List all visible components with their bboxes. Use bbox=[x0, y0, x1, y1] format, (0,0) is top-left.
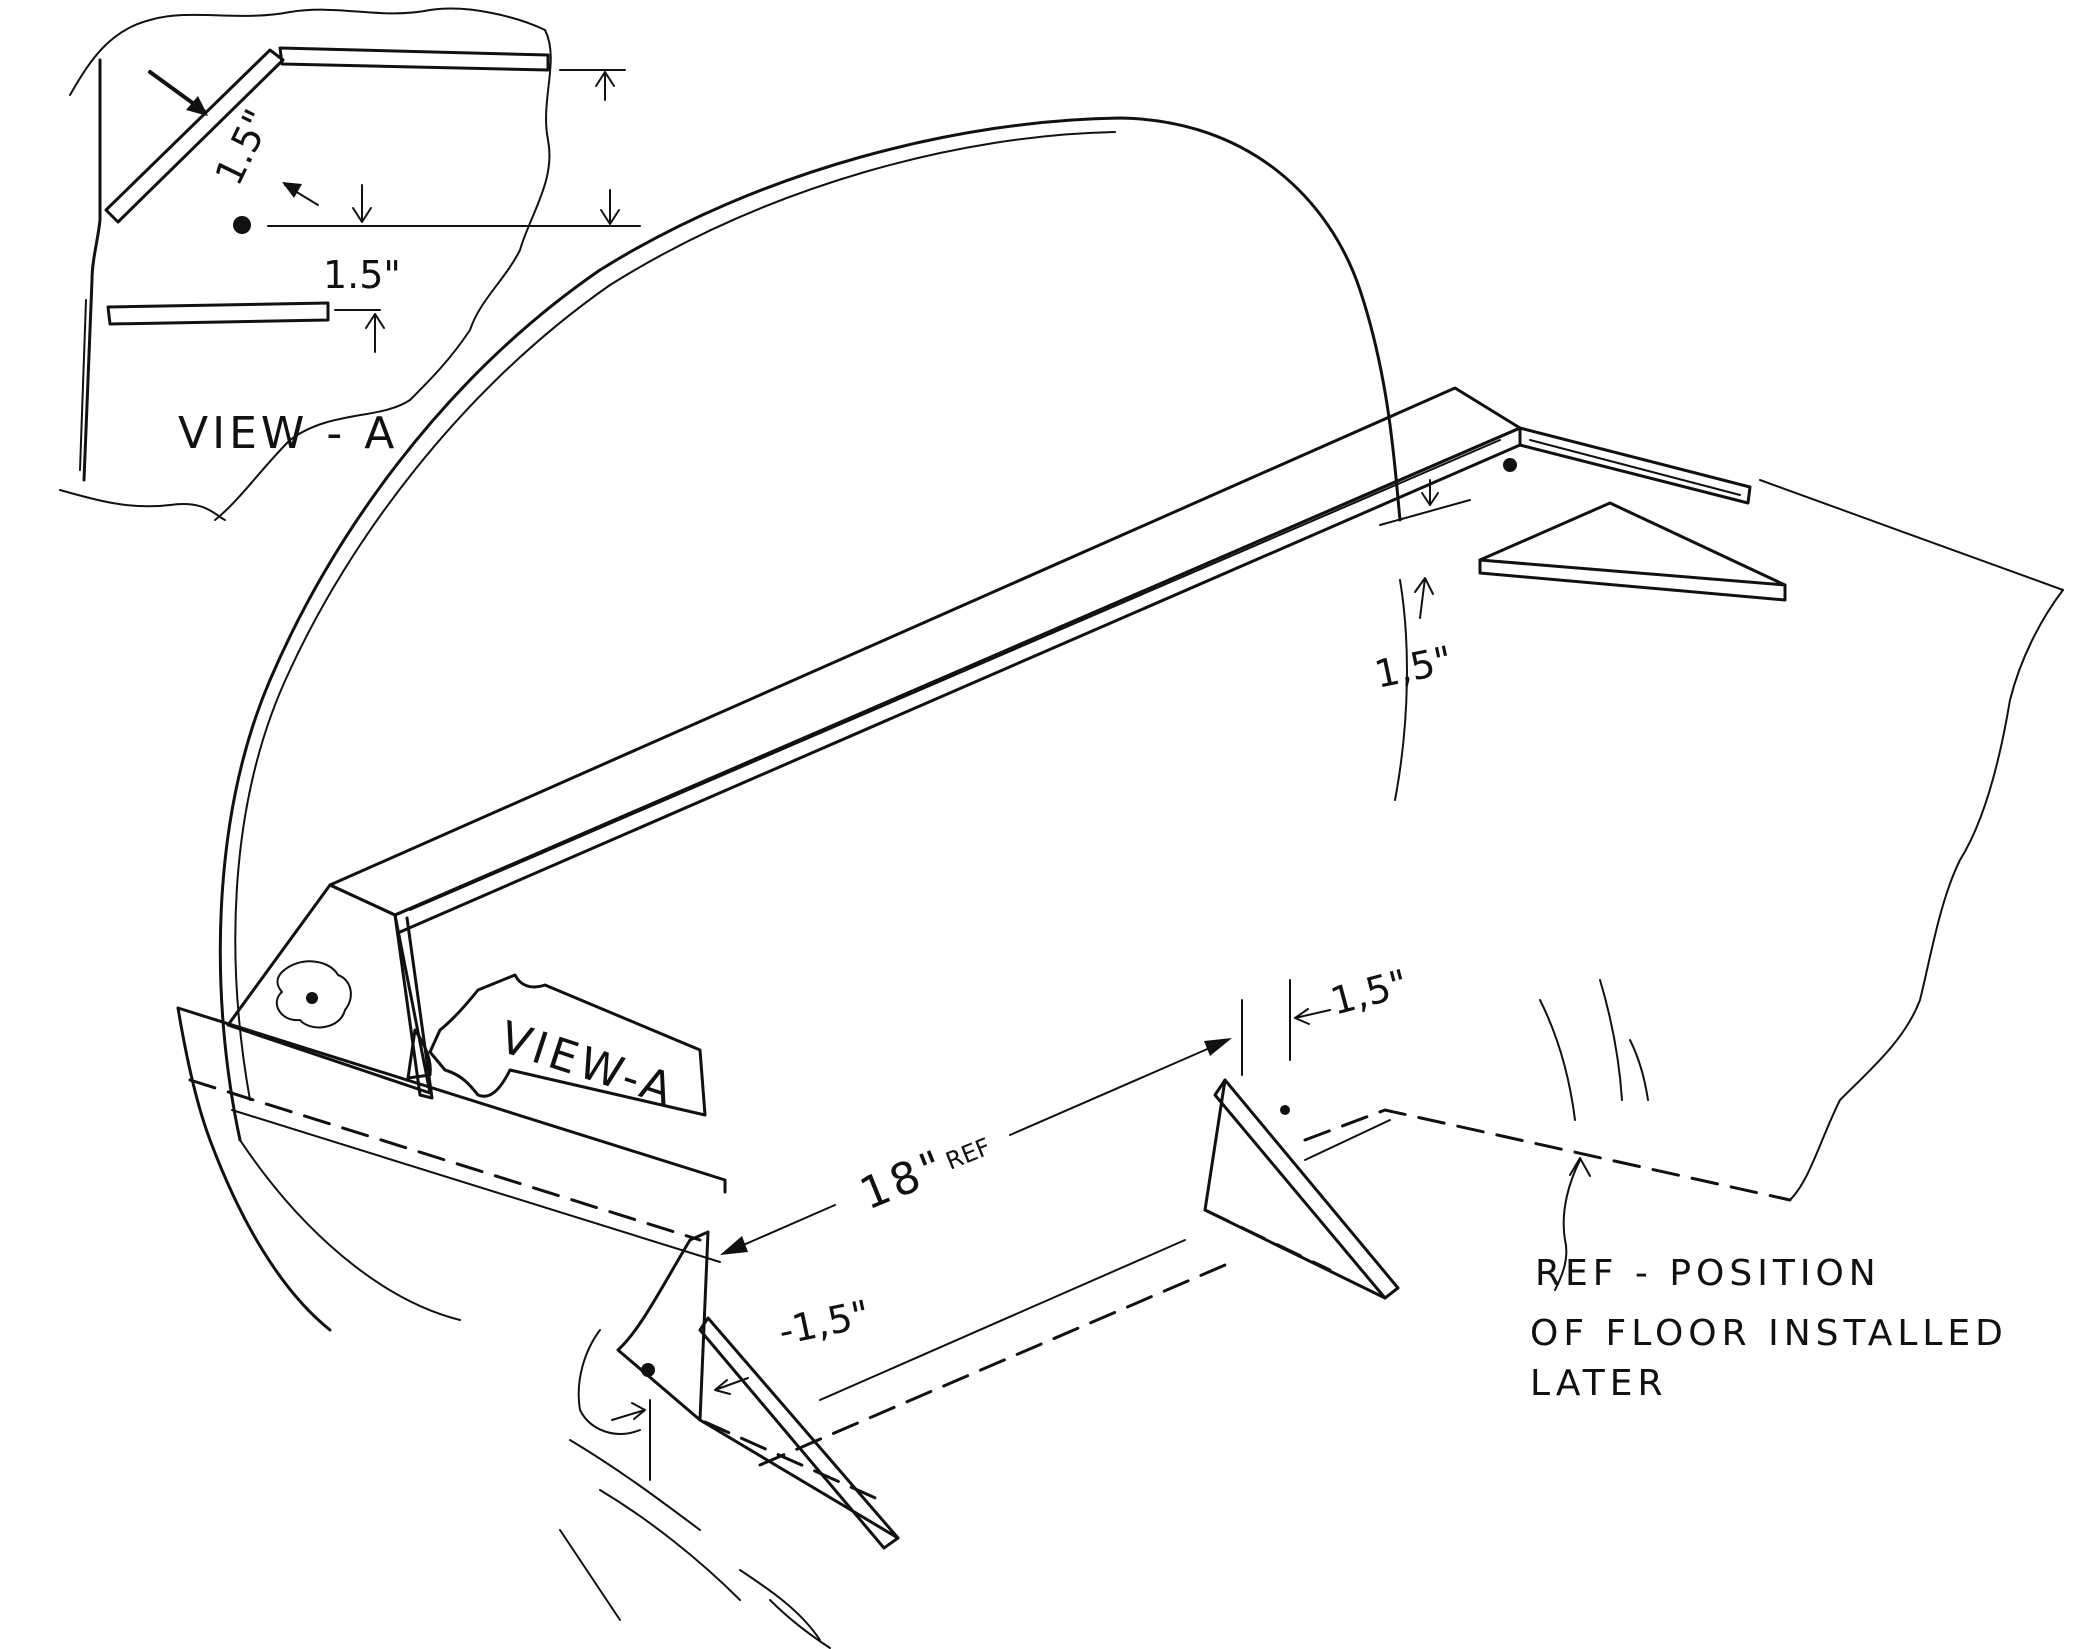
front-panel-left bbox=[176, 1006, 332, 1332]
floor-ref-back-solid bbox=[1304, 1119, 1391, 1161]
right-bracket-triangle bbox=[1478, 501, 1787, 587]
middle-dim-arrow bbox=[1294, 1008, 1331, 1025]
middle-bracket-gusset bbox=[1213, 1078, 1400, 1300]
left-brace-edge bbox=[393, 913, 434, 1100]
inset-dim-angled-label: 1.5" bbox=[207, 103, 281, 192]
inset-dim-angled-arrowhead-a bbox=[186, 96, 208, 116]
inset-torn-border bbox=[59, 7, 552, 521]
inset-dim-angled-arrowhead-b bbox=[282, 182, 302, 198]
view-a-inset: 1.5" 1.5" VIEW - A bbox=[59, 7, 641, 521]
hull-drawing bbox=[218, 116, 2064, 1321]
front-bracket: -1,5" bbox=[559, 1230, 900, 1649]
inset-dim-right-arrow-bot bbox=[600, 189, 620, 225]
front-bracket-dash bbox=[703, 1420, 882, 1502]
floor-note-line3: LATER bbox=[1530, 1363, 1667, 1404]
right-dim-arrow-down bbox=[1421, 479, 1439, 506]
floor-note: REF - POSITION OF FLOOR INSTALLED LATER bbox=[1530, 1157, 2008, 1404]
middle-bracket-fastener bbox=[1280, 1105, 1290, 1115]
seat-plank bbox=[328, 386, 1752, 934]
inset-hull-side bbox=[82, 58, 102, 482]
floor-ref-dash-back bbox=[1303, 1108, 1792, 1202]
inset-dim-low-arrow-up bbox=[365, 313, 385, 353]
floor-ref bbox=[758, 1108, 1792, 1467]
front-panel-dash bbox=[188, 1078, 702, 1242]
right-dim-label: 1,5" bbox=[1371, 638, 1456, 697]
right-dim-ext-top bbox=[1379, 499, 1471, 526]
floor-note-line1: REF - POSITION bbox=[1535, 1253, 1881, 1294]
left-brace-knot bbox=[275, 960, 352, 1029]
front-bracket-gusset bbox=[698, 1316, 900, 1550]
inset-fastener-dot bbox=[233, 216, 251, 234]
floor-ref-solid bbox=[819, 1239, 1186, 1401]
right-dim-arrow-up bbox=[1414, 577, 1434, 619]
seat-wing-right bbox=[1518, 426, 1752, 505]
middle-bracket: 1,5" bbox=[1203, 961, 1413, 1300]
inset-dim-upper-label: 1.5" bbox=[323, 253, 401, 297]
front-ground-strokes bbox=[559, 1439, 831, 1649]
spacing-dim-arrowhead-a bbox=[720, 1236, 748, 1255]
floor-note-arrowhead bbox=[1569, 1157, 1591, 1177]
front-bracket-post bbox=[616, 1230, 710, 1422]
inset-lower-cleat bbox=[106, 301, 330, 326]
inset-seat-board bbox=[278, 46, 550, 72]
middle-dim-label: 1,5" bbox=[1326, 961, 1413, 1024]
front-panel-top bbox=[176, 1006, 727, 1194]
right-fastener-dot bbox=[1503, 458, 1517, 472]
spacing-dim-label: 18" bbox=[853, 1140, 954, 1220]
right-bracket-base bbox=[1478, 558, 1787, 602]
left-end-brace bbox=[226, 883, 434, 1100]
hull-sheer-right bbox=[1759, 479, 2064, 591]
floor-note-leader bbox=[1554, 1159, 1581, 1291]
front-panel-lower bbox=[231, 1109, 721, 1263]
floor-ref-dash-front bbox=[758, 1263, 1227, 1467]
hull-shading bbox=[1394, 579, 1649, 1121]
spacing-dim-suffix: REF bbox=[942, 1132, 995, 1175]
bulkhead-outline bbox=[218, 116, 1402, 1142]
floor-note-line2: OF FLOOR INSTALLED bbox=[1530, 1313, 2008, 1354]
front-dim-label: -1,5" bbox=[775, 1292, 874, 1354]
spacing-dim-arrowhead-b bbox=[1204, 1038, 1232, 1056]
right-end-bracket: 1,5" bbox=[1371, 458, 1787, 697]
inset-title: VIEW - A bbox=[178, 408, 398, 459]
view-a-pointer-tip bbox=[406, 1028, 432, 1080]
spacing-dim-line-b bbox=[1009, 1039, 1229, 1136]
bulkhead-outline-inner bbox=[234, 131, 1116, 1101]
seat-wing-right-inner bbox=[1529, 439, 1741, 496]
front-panel bbox=[176, 1006, 727, 1332]
middle-bracket-base-dash bbox=[1203, 1208, 1332, 1272]
hull-bottom-curve bbox=[239, 1139, 461, 1321]
spacing-dimension: 18" REF bbox=[720, 1038, 1232, 1255]
seat-plank-highlight bbox=[409, 439, 1501, 911]
front-bracket-gusset-base bbox=[698, 1418, 900, 1540]
hull-torn-edge bbox=[1789, 589, 2064, 1201]
front-bracket-post-knot bbox=[577, 1329, 641, 1435]
view-a-pointer-label: VIEW-A bbox=[494, 1012, 682, 1117]
seat-plank-front bbox=[393, 426, 1522, 934]
inset-dim-right-arrow-top bbox=[595, 71, 615, 101]
seat-plank-top bbox=[328, 386, 1522, 917]
front-bracket-fastener bbox=[641, 1363, 655, 1377]
inset-dim-mid-arrow-down bbox=[352, 184, 372, 223]
inset-hull-side-inner bbox=[79, 299, 87, 471]
left-brace-triangle bbox=[226, 883, 432, 1095]
view-a-pointer-flag bbox=[428, 973, 707, 1117]
left-brace-fastener bbox=[306, 992, 318, 1004]
front-dim-arrow-a bbox=[611, 1402, 646, 1421]
front-dim-arrow-b bbox=[714, 1377, 749, 1395]
